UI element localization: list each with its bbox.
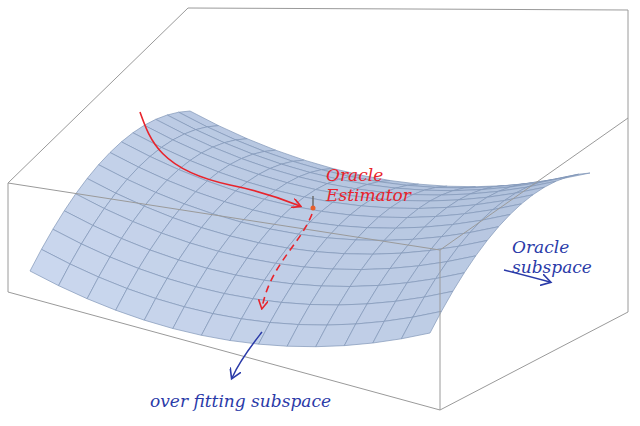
overfit-subspace-arrow — [232, 332, 262, 378]
box-front-edges — [8, 118, 628, 410]
point-tick — [312, 196, 313, 206]
box-back-edges — [8, 8, 628, 312]
overfit-path-arrow — [262, 214, 312, 308]
subspace-label: Oracle subspace — [512, 238, 608, 277]
descent-path-arrow — [140, 112, 300, 206]
oracle-point — [311, 206, 316, 211]
subspace-label: over fitting subspace — [150, 392, 450, 412]
estimator-label: Oracle Estimator — [326, 166, 426, 205]
mesh-cell — [401, 311, 441, 338]
saddle-surface — [30, 111, 590, 347]
